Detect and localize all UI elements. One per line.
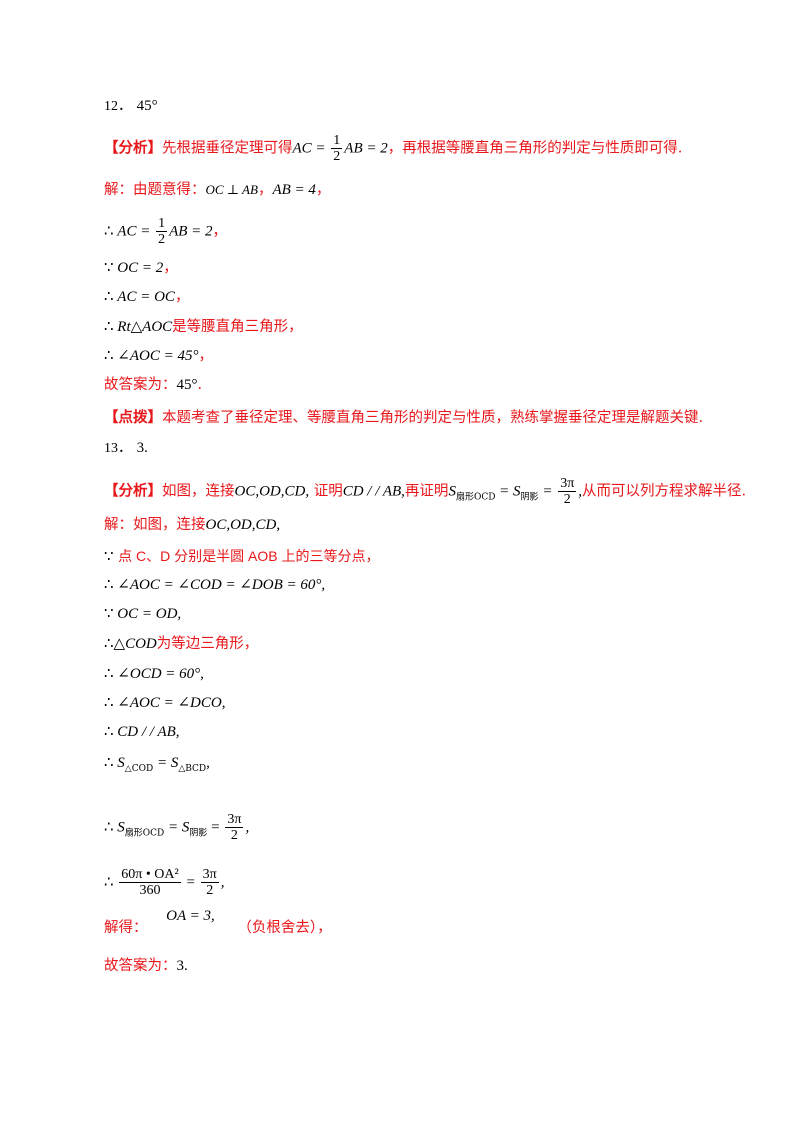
q13-s6: ∴ CD / / AB,: [104, 724, 180, 740]
analysis-tag: 【分析】: [104, 482, 162, 500]
q13-solve: 解得： OA = 3, （负根舍去），: [104, 908, 332, 936]
q12-step4: ∴ Rt△AOC是等腰直角三角形，: [104, 319, 303, 335]
q12-step5: ∴ ∠AOC = 45°，: [104, 348, 213, 364]
analysis-tag: 【分析】: [104, 139, 162, 157]
question-answer: 3.: [136, 440, 148, 456]
q12-answer-line: 故答案为：45°.: [104, 377, 203, 393]
question-number: 12．: [104, 99, 132, 114]
q12-solution-start: 解：由题意得：OC ⊥ AB，AB = 4，: [104, 182, 331, 198]
q12-step2: ∵ OC = 2，: [104, 260, 178, 276]
q13-answer-line: 故答案为：3.: [104, 958, 188, 974]
q12-header: 12． 45°: [104, 96, 158, 117]
point-tag: 【点拨】: [104, 409, 162, 426]
q12-step3: ∴ AC = OC，: [104, 289, 190, 305]
q13-s7: ∴ S△COD = S△BCD,: [104, 755, 210, 774]
question-answer: 45°: [136, 98, 158, 114]
q13-because1: ∵ 点 C、D 分别是半圆 AOB 上的三等分点，: [104, 548, 380, 565]
q13-s3: ∴△COD为等边三角形，: [104, 636, 259, 652]
q13-s5: ∴ ∠AOC = ∠DCO,: [104, 695, 226, 711]
q13-header: 13． 3.: [104, 438, 148, 459]
question-number: 13．: [104, 441, 132, 456]
q13-s1: ∴ ∠AOC = ∠COD = ∠DOB = 60°,: [104, 577, 326, 593]
q13-solution-start: 解：如图，连接OC,OD,CD,: [104, 517, 281, 533]
q13-s4: ∴ ∠OCD = 60°,: [104, 666, 204, 682]
q13-s2: ∵ OC = OD,: [104, 606, 182, 622]
q13-analysis: 【分析】如图，连接OC,OD,CD, 证明CD / / AB,再证明S扇形OCD…: [104, 476, 747, 507]
q12-point: 【点拨】本题考查了垂径定理、等腰直角三角形的判定与性质，熟练掌握垂径定理是解题关…: [104, 409, 704, 426]
